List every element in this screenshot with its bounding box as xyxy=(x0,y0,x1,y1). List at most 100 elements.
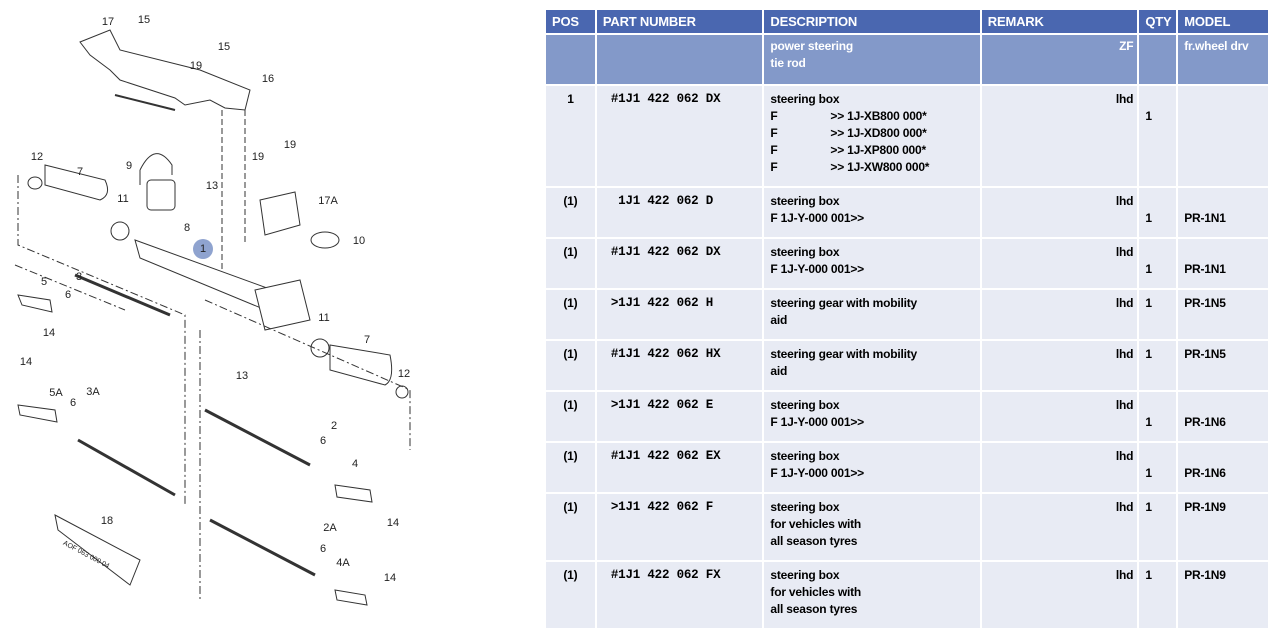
pos-cell: 1 xyxy=(546,86,595,186)
callout-19[interactable]: 19 xyxy=(251,151,265,163)
callout-13[interactable]: 13 xyxy=(205,180,219,192)
description-line: aid xyxy=(770,313,788,327)
remark-cell: lhd xyxy=(981,443,1138,492)
callout-19[interactable]: 19 xyxy=(283,139,297,151)
callout-3[interactable]: 3 xyxy=(75,271,83,283)
subheader-desc-line: tie rod xyxy=(770,56,806,70)
table-subheader-row: power steering tie rod ZF fr.wheel drv xyxy=(546,35,1268,84)
part-number-cell[interactable]: #1J1 422 062 FX xyxy=(596,562,763,628)
callout-17[interactable]: 17 xyxy=(101,16,115,28)
subheader-desc-line: power steering xyxy=(770,39,853,53)
callout-8[interactable]: 8 xyxy=(183,222,191,234)
callout-12[interactable]: 12 xyxy=(30,151,44,163)
callout-9[interactable]: 9 xyxy=(125,160,133,172)
header-remark[interactable]: REMARK xyxy=(981,10,1138,33)
remark-cell: lhd xyxy=(981,290,1138,339)
callout-11[interactable]: 11 xyxy=(318,312,330,324)
f-marker: F xyxy=(770,143,778,157)
callout-17a[interactable]: 17A xyxy=(318,195,338,207)
vin-range: >> 1J-XD800 000* xyxy=(830,126,927,140)
qty-cell: 1 xyxy=(1139,86,1177,186)
part-number-cell[interactable]: #1J1 422 062 DX xyxy=(596,86,763,186)
description-line: all season tyres xyxy=(770,534,858,548)
qty-cell: 1 xyxy=(1139,494,1177,560)
callout-14[interactable]: 14 xyxy=(383,572,397,584)
remark-cell: lhd xyxy=(981,239,1138,288)
model-cell: PR-1N1 xyxy=(1178,239,1268,288)
callout-2a[interactable]: 2A xyxy=(323,522,337,534)
callout-14[interactable]: 14 xyxy=(386,517,400,529)
description-line: F>> 1J-XW800 000* xyxy=(770,159,979,176)
header-pos[interactable]: POS xyxy=(546,10,595,33)
callout-7[interactable]: 7 xyxy=(76,166,84,178)
callout-18[interactable]: 18 xyxy=(100,515,114,527)
callout-14[interactable]: 14 xyxy=(42,327,56,339)
part-number-cell[interactable]: >1J1 422 062 E xyxy=(596,392,763,441)
callout-6[interactable]: 6 xyxy=(319,435,327,447)
callout-14[interactable]: 14 xyxy=(19,356,33,368)
description-line: steering box xyxy=(770,500,840,514)
remark-cell: lhd xyxy=(981,188,1138,237)
header-description[interactable]: DESCRIPTION xyxy=(764,10,980,33)
callout-6[interactable]: 6 xyxy=(319,543,327,555)
subheader-pos xyxy=(546,35,595,84)
description-line: steering gear with mobility xyxy=(770,296,918,310)
qty-cell: 1 xyxy=(1139,188,1177,237)
qty-cell: 1 xyxy=(1139,562,1177,628)
callout-6[interactable]: 6 xyxy=(64,289,72,301)
callout-4[interactable]: 4 xyxy=(351,458,359,470)
subheader-model: fr.wheel drv xyxy=(1178,35,1268,84)
f-marker: F xyxy=(770,126,778,140)
description-line: for vehicles with xyxy=(770,517,862,531)
callout-4a[interactable]: 4A xyxy=(336,557,350,569)
callout-15[interactable]: 15 xyxy=(137,14,151,26)
description-line: F>> 1J-XB800 000* xyxy=(770,108,979,125)
callout-2[interactable]: 2 xyxy=(330,420,338,432)
pos-cell: (1) xyxy=(546,341,595,390)
callout-3a[interactable]: 3A xyxy=(86,386,100,398)
qty-cell: 1 xyxy=(1139,443,1177,492)
callout-6[interactable]: 6 xyxy=(69,397,77,409)
header-part-number[interactable]: PART NUMBER xyxy=(596,10,763,33)
part-number-cell[interactable]: #1J1 422 062 HX xyxy=(596,341,763,390)
part-number-cell[interactable]: >1J1 422 062 F xyxy=(596,494,763,560)
callout-12[interactable]: 12 xyxy=(397,368,411,380)
pos-cell: (1) xyxy=(546,239,595,288)
part-number-cell[interactable]: 1J1 422 062 D xyxy=(596,188,763,237)
callout-11[interactable]: 11 xyxy=(117,193,129,205)
pos-cell: (1) xyxy=(546,188,595,237)
part-number-cell[interactable]: #1J1 422 062 EX xyxy=(596,443,763,492)
callout-13[interactable]: 13 xyxy=(235,370,249,382)
header-qty[interactable]: QTY xyxy=(1139,10,1177,33)
steering-rack-drawing xyxy=(14,29,411,606)
callout-15[interactable]: 15 xyxy=(217,41,231,53)
description-line: for vehicles with xyxy=(770,585,862,599)
callout-5a[interactable]: 5A xyxy=(49,387,63,399)
header-model[interactable]: MODEL xyxy=(1178,10,1268,33)
callout-1[interactable]: 1 xyxy=(193,239,213,259)
callout-10[interactable]: 10 xyxy=(352,235,366,247)
model-cell: PR-1N9 xyxy=(1178,562,1268,628)
callout-19[interactable]: 19 xyxy=(189,60,203,72)
part-number-cell[interactable]: #1J1 422 062 DX xyxy=(596,239,763,288)
callout-7[interactable]: 7 xyxy=(363,334,371,346)
callout-5[interactable]: 5 xyxy=(40,276,48,288)
f-marker: F xyxy=(770,160,778,174)
callout-16[interactable]: 16 xyxy=(261,73,275,85)
part-number-cell[interactable]: >1J1 422 062 H xyxy=(596,290,763,339)
description-line: steering box xyxy=(770,568,840,582)
